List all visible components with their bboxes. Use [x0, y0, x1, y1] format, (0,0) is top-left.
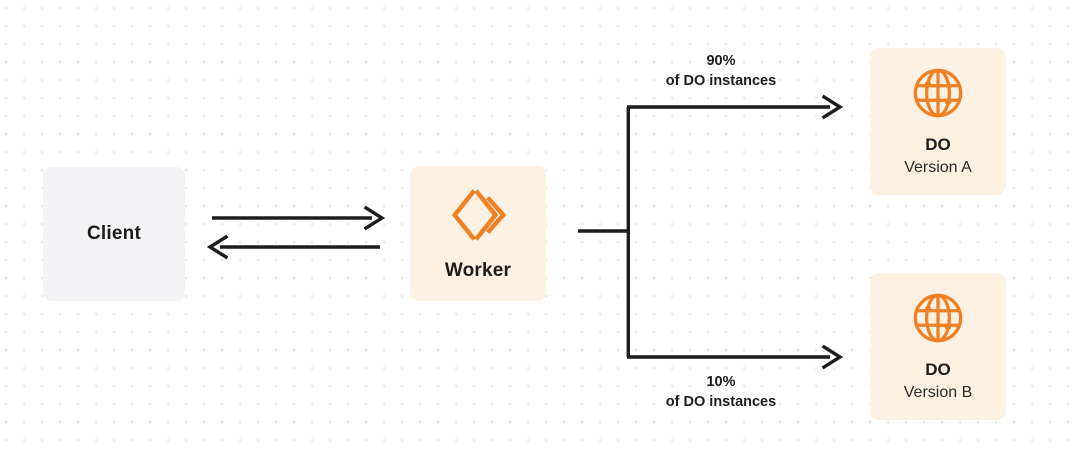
edge-label-do-a-caption: of DO instances [665, 72, 777, 89]
cloudflare-workers-icon [447, 184, 509, 246]
globe-icon [909, 64, 967, 122]
node-do-version-a: DO Version A [870, 48, 1006, 195]
edge-label-do-b-percent: 10% [706, 374, 736, 390]
edge-label-do-b-caption: of DO instances [665, 393, 777, 410]
edge-label-do-b: 10% of DO instances [596, 373, 846, 412]
node-client: Client [43, 167, 185, 301]
node-do-a-label: DO [925, 135, 951, 155]
arrow-client-to-worker [212, 205, 386, 231]
arrow-worker-to-client [206, 234, 380, 260]
node-do-a-version: Version A [904, 158, 972, 176]
node-client-label: Client [87, 222, 141, 244]
node-do-b-version: Version B [903, 383, 973, 401]
edge-label-do-a: 90% of DO instances [596, 52, 846, 91]
node-worker: Worker [410, 166, 546, 301]
node-do-version-b: DO Version B [870, 273, 1006, 420]
edge-label-do-a-percent: 90% [706, 53, 736, 69]
node-do-b-label: DO [925, 360, 951, 380]
arrow-worker-to-do-b [627, 344, 844, 370]
node-worker-label: Worker [444, 260, 512, 282]
globe-icon [909, 289, 967, 347]
arrow-worker-to-do-a [627, 94, 844, 120]
